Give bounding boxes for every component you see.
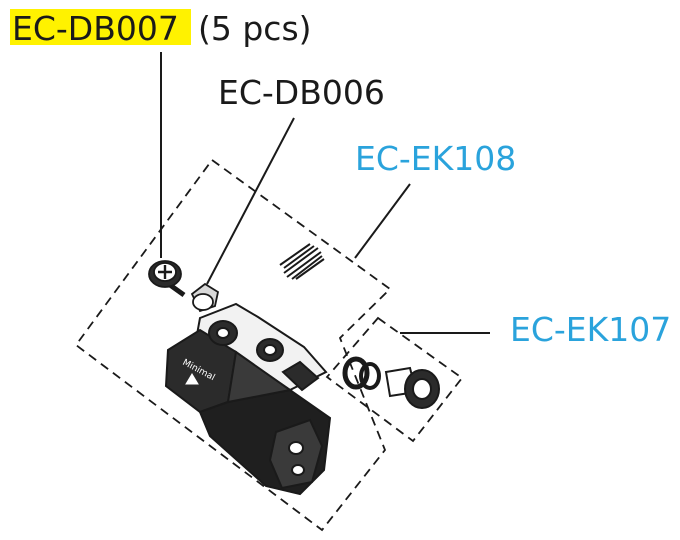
o-ring-2 — [359, 362, 381, 390]
screw-ec-db007 — [148, 260, 186, 298]
label-highlight — [10, 9, 191, 45]
o-ring-1 — [342, 356, 370, 390]
unit-side-face — [226, 350, 293, 404]
unit-slot — [281, 360, 320, 392]
label-ec-ek107: EC-EK107 — [510, 310, 671, 349]
spring-ec-ek108 — [279, 243, 325, 280]
label-quantity: (5 pcs) — [198, 9, 312, 48]
leader-lines — [160, 52, 490, 334]
leader-ec-db006 — [206, 117, 295, 285]
label-ec-db007: EC-DB007 — [12, 9, 179, 48]
label-ec-ek108: EC-EK108 — [355, 139, 516, 178]
main-unit: Minimal — [164, 302, 332, 496]
outline-ec-ek107 — [325, 316, 464, 443]
outline-main-unit — [74, 158, 392, 532]
bushing-ec-db006 — [190, 282, 220, 313]
valve-ec-ek107 — [342, 356, 440, 409]
unit-port-hole — [288, 441, 304, 455]
leader-ec-ek108 — [354, 183, 411, 259]
label-ec-db006: EC-DB006 — [218, 73, 385, 112]
group-outlines — [74, 158, 464, 532]
unit-warning-icon — [185, 373, 199, 385]
unit-port-hole-2 — [291, 464, 305, 476]
